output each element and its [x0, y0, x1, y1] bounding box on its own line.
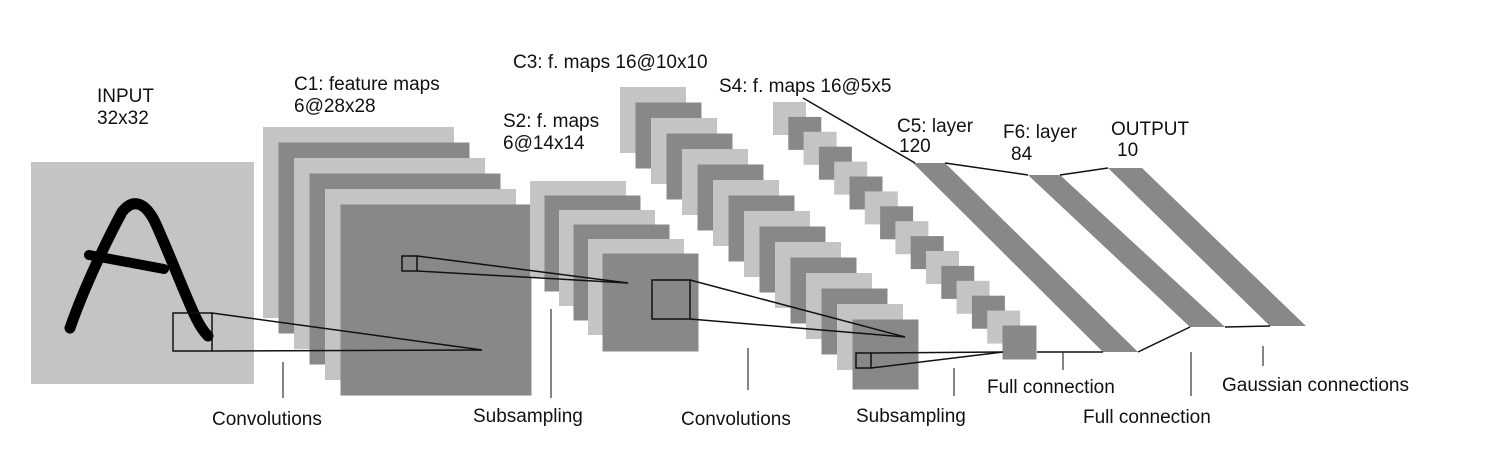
- s2-label: S2: f. maps: [503, 111, 599, 132]
- gauss-label: Gaussian connections: [1222, 375, 1409, 396]
- c3-to-s4-line-top: [870, 351, 1004, 354]
- s4-map-16: [1002, 325, 1037, 360]
- input-letter-a-crossbar: [84, 250, 169, 274]
- c1-feature-map-stack: [263, 127, 532, 396]
- sub1-label: Subsampling: [473, 406, 583, 427]
- c3-map-16: [852, 319, 919, 390]
- c1-size-label: 6@28x28: [294, 96, 376, 117]
- c3-to-s4-line-bottom: [870, 351, 1004, 369]
- input-label: INPUT: [97, 86, 154, 107]
- f6-label: F6: layer: [1003, 122, 1078, 143]
- s2-to-c3-line-top: [689, 279, 906, 338]
- c3-label: C3: f. maps 16@10x10: [513, 52, 708, 73]
- s2-receptive-field: [651, 279, 691, 320]
- c3-feature-map-stack: [620, 87, 919, 390]
- c5-label: C5: layer: [897, 116, 974, 137]
- full2-label: Full connection: [1083, 407, 1211, 428]
- s2-map-6: [602, 253, 699, 352]
- c5-to-f6-bottom-line: [1137, 326, 1191, 353]
- c5-size-label: 120: [899, 136, 931, 157]
- c3-receptive-field: [855, 352, 872, 369]
- full1-label: Full connection: [987, 377, 1115, 398]
- input-to-c1-line-bottom: [211, 349, 483, 352]
- sub2-label: Subsampling: [856, 406, 966, 427]
- output-size-label: 10: [1117, 140, 1138, 161]
- s2-feature-map-stack: [530, 181, 699, 352]
- s2-size-label: 6@14x14: [503, 133, 585, 154]
- c5-layer-band: [913, 163, 1138, 352]
- f6-layer-band: [1028, 175, 1225, 327]
- c1-map-6: [340, 204, 532, 396]
- c1-to-s2-line-top: [416, 255, 629, 284]
- input-size-label: 32x32: [97, 108, 149, 129]
- f6-to-output-bottom-line: [1224, 325, 1271, 328]
- output-label: OUTPUT: [1111, 119, 1190, 140]
- output-layer-band: [1108, 168, 1306, 326]
- input-receptive-field: [172, 312, 213, 352]
- operation-markers: [282, 309, 1264, 398]
- s4-label: S4: f. maps 16@5x5: [719, 76, 891, 97]
- c1-to-s2-line-bottom: [416, 270, 629, 284]
- s4-to-c5-top-line: [802, 97, 916, 164]
- f6-size-label: 84: [1011, 144, 1033, 165]
- c1-receptive-field: [401, 255, 418, 272]
- f6-to-output-top-line: [1059, 167, 1109, 176]
- conv1-label: Convolutions: [212, 409, 322, 430]
- input-to-c1-line-top: [211, 312, 483, 351]
- input-layer: [31, 162, 254, 384]
- conv2-label: Convolutions: [681, 409, 791, 430]
- input-image: [31, 162, 254, 384]
- connection-lines: [211, 97, 1271, 369]
- c5-to-f6-top-line: [944, 162, 1029, 176]
- c1-label: C1: feature maps: [294, 74, 440, 95]
- s4-feature-map-stack: [773, 102, 1037, 360]
- s2-to-c3-line-bottom: [689, 318, 906, 338]
